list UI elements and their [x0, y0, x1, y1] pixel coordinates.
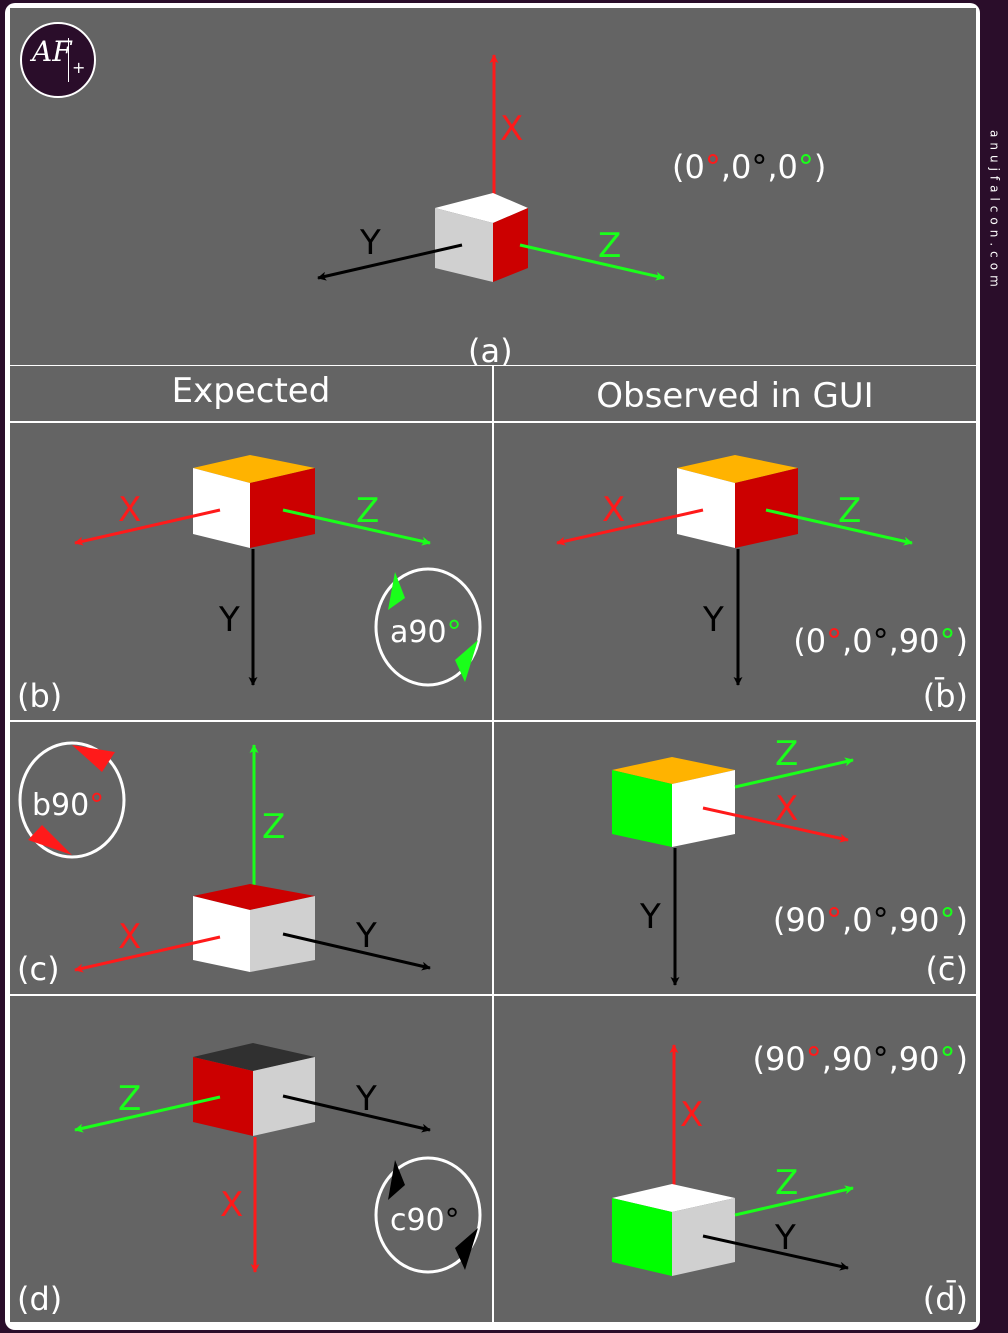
z-axis-label: Z	[775, 734, 798, 774]
cube-left	[612, 770, 672, 847]
z-axis-arrow	[765, 508, 913, 546]
rotation-angles-d-bar: (90°,90°,90°)	[753, 1040, 968, 1078]
panel-c-bar-bg	[494, 722, 976, 994]
cube-top	[435, 193, 528, 223]
y-axis-label: Y	[355, 1079, 377, 1119]
cube-left	[612, 1198, 672, 1276]
y-axis-label: Y	[359, 223, 381, 263]
z-axis-arrow	[282, 508, 431, 546]
rotation-loop	[374, 1156, 482, 1274]
z-axis-label: Z	[598, 226, 621, 266]
x-axis-arrow	[556, 508, 704, 546]
panel-label-d-bar: (d̄)	[923, 1279, 968, 1318]
y-axis-arrow	[702, 1234, 849, 1271]
rotation-arrowhead	[455, 1228, 478, 1270]
rotation-angles-b-bar: (0°,0°,90°)	[793, 622, 968, 660]
cube-left	[435, 208, 493, 282]
header-expected-bg	[10, 366, 492, 421]
x-axis-arrow	[74, 935, 221, 973]
cube-left	[193, 468, 250, 548]
x-axis-label: X	[118, 917, 141, 957]
rotation-arrowhead	[72, 745, 115, 772]
brand-sidebar: anujfalcon.com	[981, 0, 1008, 1333]
cube-right	[735, 468, 798, 548]
y-axis-arrow	[282, 932, 431, 971]
logo-divider	[68, 38, 69, 82]
panel-b: X Z Y a90° (b)	[17, 455, 482, 715]
rotation-loop	[18, 741, 126, 859]
x-axis-label: X	[220, 1185, 243, 1225]
logo-plus: +	[72, 58, 86, 77]
x-axis-label: X	[775, 789, 798, 829]
panel-d-bar-bg	[494, 996, 976, 1322]
x-axis-label: X	[500, 109, 523, 149]
x-axis-label: X	[602, 490, 625, 530]
cube-right	[493, 208, 528, 282]
cube-top	[193, 1043, 315, 1071]
x-axis-arrow	[702, 806, 849, 843]
rotation-label: b90°	[32, 788, 104, 823]
y-axis-label: Y	[702, 600, 724, 640]
rotation-loop	[374, 567, 482, 687]
rotation-label: a90°	[390, 615, 462, 650]
header-observed-bg	[494, 366, 976, 421]
cube-right	[250, 468, 315, 548]
panel-label-b-bar: (b̄)	[923, 676, 968, 715]
rotation-arrowhead	[388, 1160, 405, 1200]
z-axis-label: Z	[356, 491, 379, 531]
rotation-angles-c-bar: (90°,0°,90°)	[773, 901, 968, 939]
y-axis-arrow	[282, 1094, 431, 1133]
cube-right	[250, 896, 315, 972]
rotation-angles-a: (0°,0°,0°)	[672, 148, 826, 186]
rotation-arrowhead	[388, 572, 405, 610]
panel-label-a: (a)	[468, 332, 513, 370]
header-observed: Observed in GUI	[596, 376, 873, 416]
cube-top	[193, 455, 315, 483]
af-logo: AF +	[20, 22, 96, 98]
cube-top	[612, 1184, 735, 1212]
logo-text: AF	[32, 35, 72, 68]
y-axis-label: Y	[639, 897, 661, 937]
z-axis-label: Z	[118, 1079, 141, 1119]
z-axis-label: Z	[775, 1163, 798, 1203]
cube-top	[193, 884, 315, 910]
rotation-label: c90°	[390, 1203, 460, 1238]
panel-a: X Y Z (0°,0°,0°) (a)	[317, 54, 826, 370]
z-axis-arrow	[74, 1095, 221, 1133]
y-axis-label: Y	[355, 916, 377, 956]
cube-left	[193, 896, 250, 972]
y-axis-arrow	[317, 243, 463, 281]
panel-label-b: (b)	[17, 677, 62, 715]
cube-left	[193, 1057, 253, 1136]
panel-label-c: (c)	[17, 950, 60, 988]
panel-b-bar: X Z Y (0°,0°,90°) (b̄)	[556, 455, 968, 715]
cube-top	[612, 757, 735, 784]
panel-c: b90° Z X Y (c)	[17, 741, 431, 988]
panel-d-bar: (90°,90°,90°) X Z Y (d̄)	[612, 1040, 968, 1318]
rotation-arrowhead	[28, 825, 72, 855]
panel-d: Z Y X c90° (d)	[17, 1043, 482, 1318]
cube-top	[677, 455, 798, 483]
header-expected: Expected	[172, 371, 331, 411]
x-axis-label: X	[118, 490, 141, 530]
panel-label-d: (d)	[17, 1280, 62, 1318]
rotation-arrowhead	[455, 640, 478, 682]
x-axis-arrow	[74, 508, 221, 546]
y-axis-label: Y	[218, 600, 240, 640]
x-axis-label: X	[680, 1095, 703, 1135]
z-axis-arrow	[734, 757, 854, 789]
y-axis-label: Y	[774, 1218, 796, 1258]
panel-label-c-bar: (c̄)	[925, 950, 968, 988]
cube-left	[677, 468, 735, 548]
panel-c-bar: Z X Y (90°,0°,90°) (c̄)	[612, 734, 968, 988]
z-axis-arrow	[734, 1185, 854, 1217]
z-axis-label: Z	[262, 807, 285, 847]
site-url: anujfalcon.com	[987, 130, 1002, 292]
z-axis-arrow	[519, 243, 665, 281]
z-axis-label: Z	[838, 491, 861, 531]
